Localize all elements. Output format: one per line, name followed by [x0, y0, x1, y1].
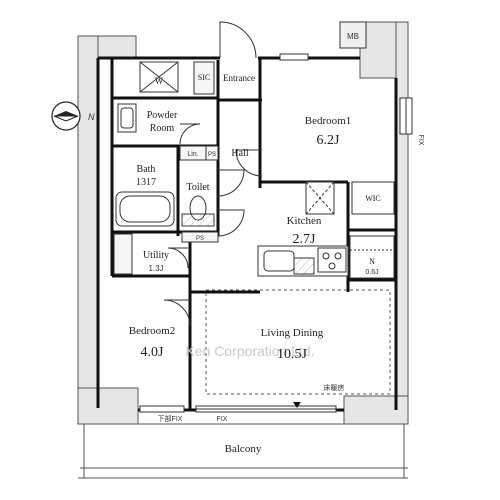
mb-label: MB [347, 32, 359, 41]
toilet-name: Toilet [186, 182, 209, 193]
doors [163, 21, 263, 327]
bedroom2-door [163, 299, 191, 327]
bath-size: 1317 [136, 177, 156, 188]
entrance-name: Entrance [223, 73, 255, 83]
column-bottom-left [77, 387, 139, 425]
powder-name-line1: Powder [147, 110, 178, 121]
fix-right-label: FIX [417, 135, 424, 146]
north-compass: N [51, 101, 95, 131]
column-left [77, 35, 99, 409]
lin-label: Lin. [187, 151, 198, 158]
sic-name: SIC [198, 73, 210, 82]
kitchen-sink [263, 250, 295, 272]
ps-label-1: PS [208, 152, 216, 158]
wic-closet [351, 181, 395, 215]
annotations: MB W Lin. PS PS FIX 下部FIX FIX 床暖房 [155, 32, 424, 423]
living-size: 10.5J [277, 347, 308, 362]
hall-door [217, 209, 245, 237]
bedroom2-name: Bedroom2 [129, 325, 175, 337]
utility-door [167, 247, 189, 269]
bedroom1-size: 6.2J [317, 133, 341, 148]
living-name: Living Dining [261, 327, 324, 339]
n-closet [349, 235, 395, 279]
bedroom1-door [235, 149, 263, 177]
room-labels: Bedroom1 6.2J Bedroom2 4.0J Living Dinin… [129, 73, 381, 455]
powder-door [179, 123, 201, 145]
kitchen-name: Kitchen [287, 215, 322, 227]
fix-bottom-left-label: 下部FIX [158, 414, 183, 423]
floor-heating-area [205, 289, 391, 395]
column-right [395, 21, 409, 423]
bath-name: Bath [137, 164, 156, 175]
washer-label: W [155, 76, 164, 86]
ps-box-2 [181, 231, 219, 243]
column-bottom-right [343, 395, 409, 425]
window-top [279, 53, 309, 61]
entrance-door [219, 21, 257, 59]
floor-heating-label: 床暖房 [324, 383, 345, 392]
n-closet-name: N [369, 257, 375, 266]
fix-bottom-label: FIX [217, 416, 228, 423]
balcony-name: Balcony [225, 443, 262, 455]
hall-name: Hall [231, 148, 248, 159]
mb-box [339, 21, 367, 49]
bedroom1-name: Bedroom1 [305, 115, 351, 127]
utility-shelf [113, 233, 133, 275]
wic-name: WIC [365, 194, 381, 203]
utility-size: 1.3J [148, 264, 163, 273]
watermark: Ken Corporation Ltd. [185, 343, 314, 359]
utility-name: Utility [143, 250, 169, 261]
bedroom2-size: 4.0J [141, 345, 165, 360]
ps-box-1 [205, 145, 219, 161]
balcony-area [78, 423, 408, 479]
windows [139, 53, 413, 413]
entry-arrow [293, 402, 301, 408]
north-label: N [88, 112, 95, 122]
fixtures [113, 61, 395, 279]
kitchen-size: 2.7J [293, 232, 317, 247]
n-closet-size: 0.6J [365, 269, 378, 276]
ps-label-2: PS [196, 236, 204, 242]
powder-name-line2: Room [150, 123, 175, 134]
window-bedroom2 [139, 405, 185, 413]
toilet-door [217, 169, 245, 197]
sic-box [193, 61, 215, 95]
